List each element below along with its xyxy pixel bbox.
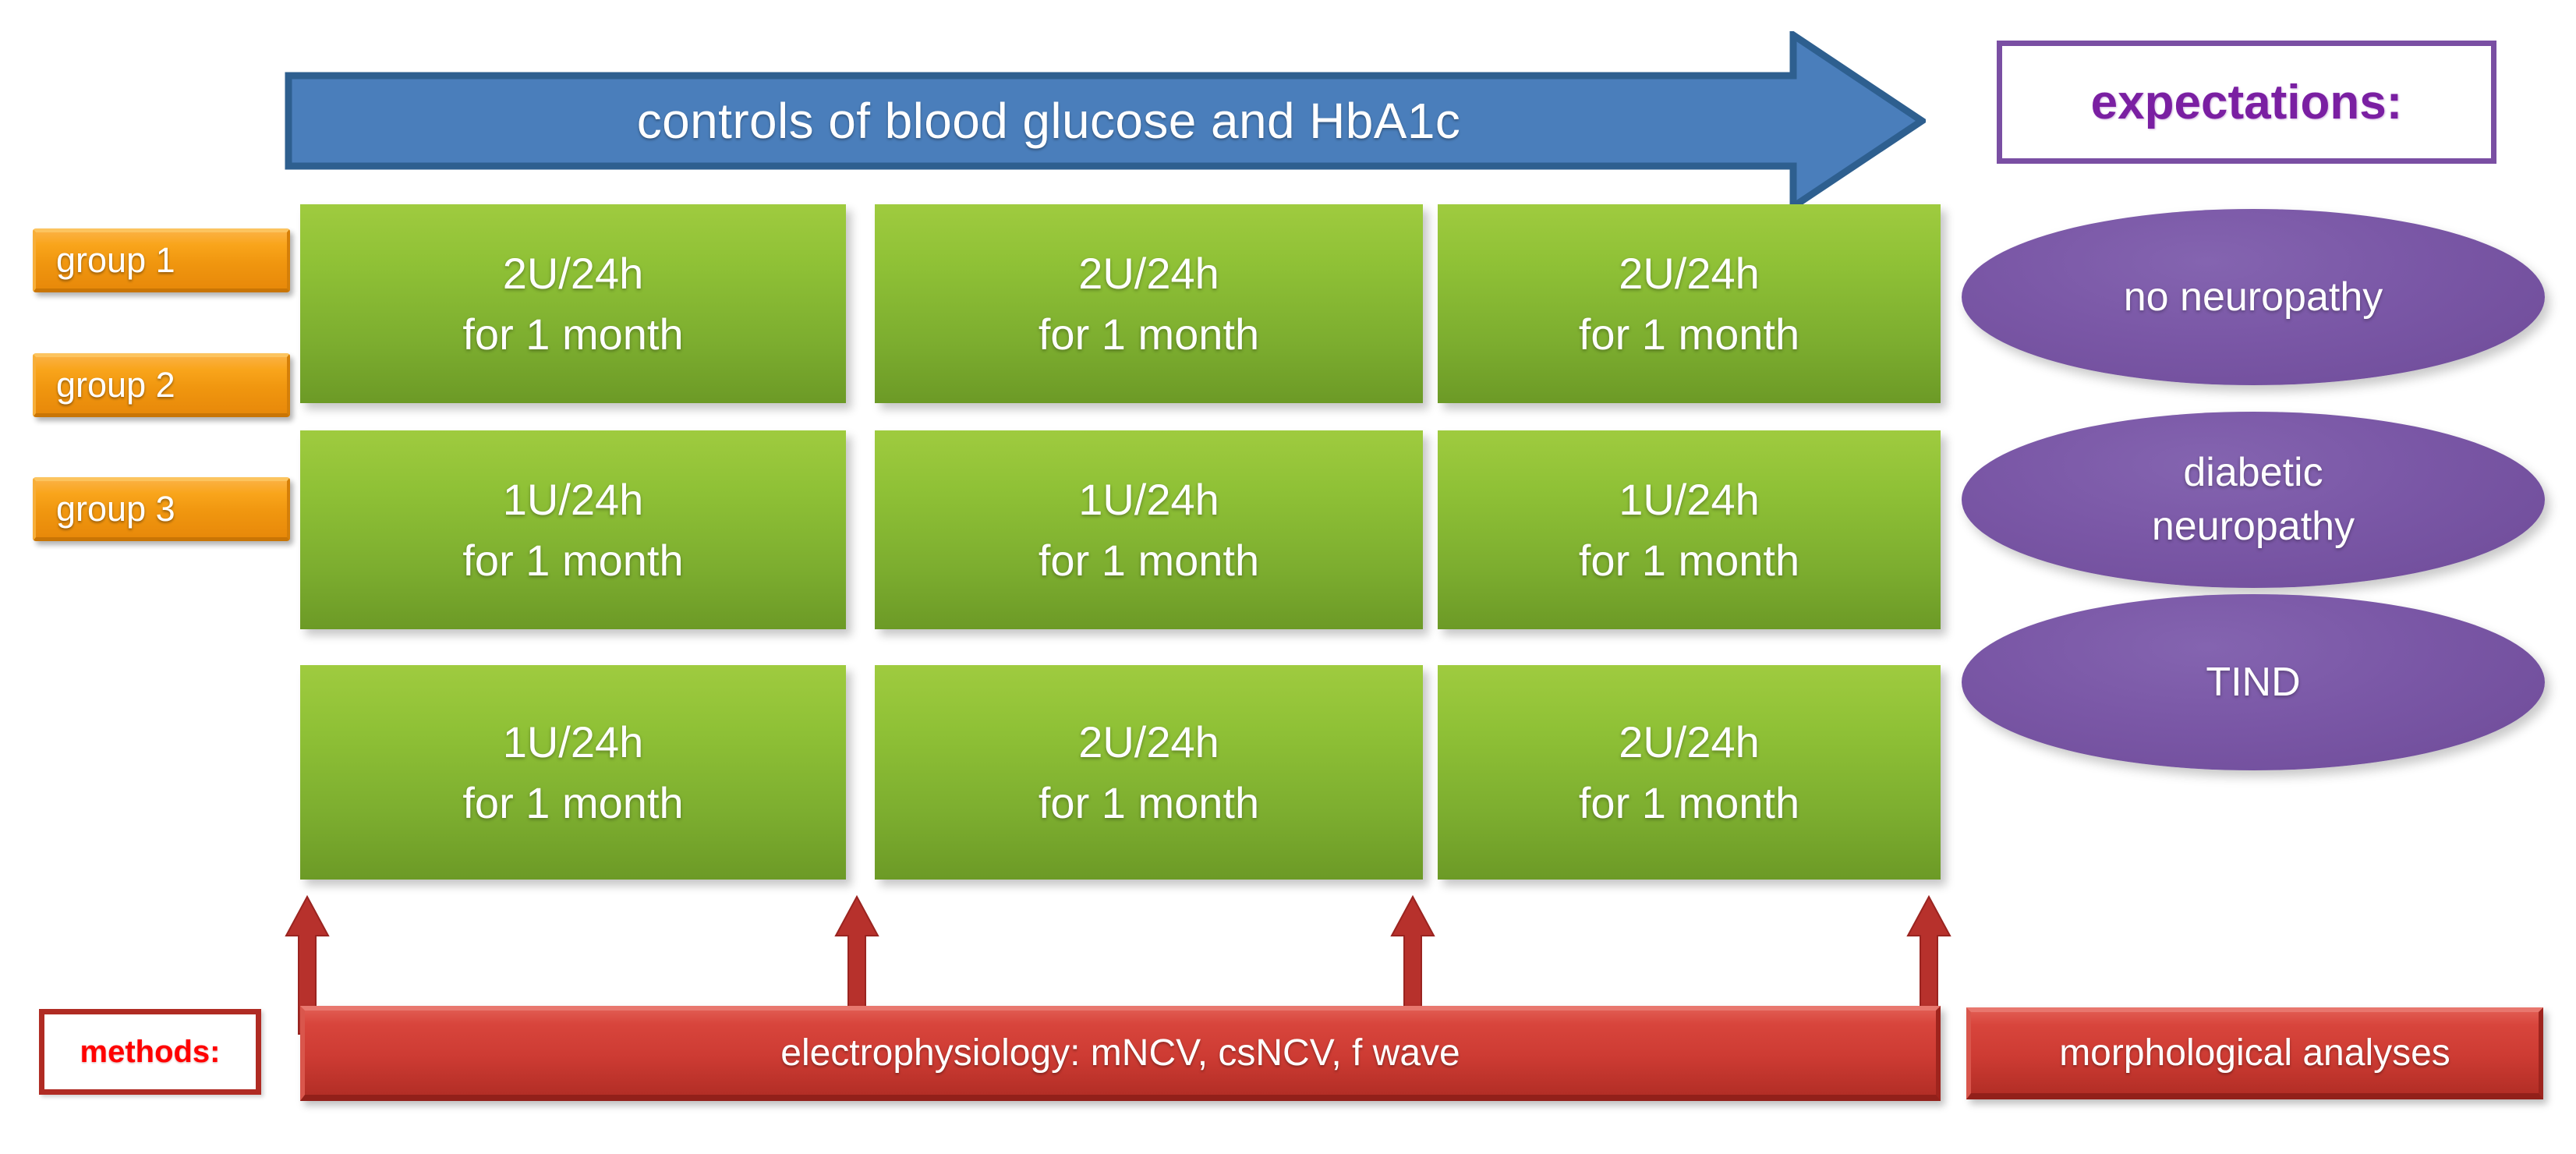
treatment-cell: 1U/24h for 1 month [300, 665, 846, 880]
methods-label-text: methods: [80, 1034, 221, 1069]
treatment-duration: for 1 month [1038, 535, 1260, 585]
treatment-cell: 1U/24h for 1 month [300, 430, 846, 629]
expectations-header-box: expectations: [1997, 41, 2496, 164]
treatment-cell: 2U/24h for 1 month [875, 665, 1423, 880]
treatment-duration: for 1 month [462, 535, 684, 585]
expectation-ellipse-tind: TIND [1962, 594, 2545, 770]
treatment-duration: for 1 month [1038, 309, 1260, 359]
treatment-duration: for 1 month [1578, 309, 1800, 359]
treatment-dose: 1U/24h [1619, 475, 1760, 525]
expectation-ellipse-diabetic-neuropathy: diabetic neuropathy [1962, 412, 2545, 588]
treatment-cell: 1U/24h for 1 month [875, 430, 1423, 629]
expectation-ellipse-line: neuropathy [2151, 504, 2355, 549]
treatment-dose: 2U/24h [502, 249, 644, 299]
treatment-duration: for 1 month [462, 309, 684, 359]
group-label-1-text: group 1 [56, 240, 175, 280]
treatment-duration: for 1 month [462, 777, 684, 827]
expectation-ellipse-no-neuropathy: no neuropathy [1962, 209, 2545, 385]
blood-glucose-control-arrow: controls of blood glucose and HbA1c [285, 31, 1926, 211]
treatment-dose: 2U/24h [1619, 717, 1760, 767]
group-label-1: group 1 [33, 228, 290, 292]
expectations-title: expectations: [2090, 75, 2403, 129]
treatment-dose: 1U/24h [1078, 475, 1219, 525]
treatment-dose: 1U/24h [502, 475, 644, 525]
treatment-duration: for 1 month [1578, 535, 1800, 585]
blue-arrow-shape [285, 31, 1926, 211]
expectation-ellipse-line: diabetic [2183, 450, 2323, 496]
treatment-cell: 1U/24h for 1 month [1438, 430, 1941, 629]
group-label-2-text: group 2 [56, 365, 175, 405]
treatment-dose: 2U/24h [1619, 249, 1760, 299]
expectation-ellipse-line: TIND [2206, 659, 2301, 705]
treatment-dose: 2U/24h [1078, 249, 1219, 299]
treatment-duration: for 1 month [1038, 777, 1260, 827]
treatment-dose: 2U/24h [1078, 717, 1219, 767]
expectation-ellipse-line: no neuropathy [2123, 274, 2383, 320]
morphological-label: morphological analyses [2059, 1032, 2450, 1074]
treatment-cell: 2U/24h for 1 month [300, 204, 846, 403]
morphological-analyses-bar: morphological analyses [1966, 1007, 2543, 1099]
treatment-duration: for 1 month [1578, 777, 1800, 827]
treatment-dose: 1U/24h [502, 717, 644, 767]
treatment-cell: 2U/24h for 1 month [1438, 204, 1941, 403]
electrophysiology-label: electrophysiology: mNCV, csNCV, f wave [780, 1032, 1460, 1074]
group-label-3: group 3 [33, 477, 290, 541]
group-label-3-text: group 3 [56, 489, 175, 529]
group-label-2: group 2 [33, 353, 290, 417]
treatment-cell: 2U/24h for 1 month [1438, 665, 1941, 880]
treatment-cell: 2U/24h for 1 month [875, 204, 1423, 403]
methods-label-box: methods: [39, 1009, 261, 1095]
electrophysiology-methods-bar: electrophysiology: mNCV, csNCV, f wave [300, 1006, 1941, 1101]
